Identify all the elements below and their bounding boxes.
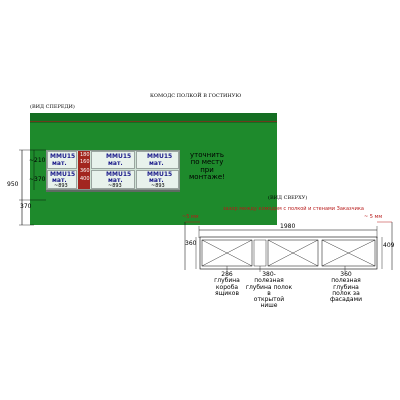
drawer-width: ~893 bbox=[108, 183, 122, 189]
drawer-1: MMU15 мат. bbox=[47, 151, 77, 169]
red-label: 180 bbox=[80, 152, 90, 158]
note-open-niche-depth: 380- полезная глубина полок в открытой н… bbox=[244, 271, 294, 310]
note-line: глубина полок в bbox=[245, 283, 293, 297]
dim-plinth: 370 bbox=[20, 203, 32, 210]
dim-total-height: 950 bbox=[7, 181, 19, 188]
drawer-code: MMU15 bbox=[106, 153, 132, 160]
drawer-width: ~893 bbox=[54, 183, 68, 189]
note-line: короба bbox=[215, 283, 239, 291]
gap-left: ~5 мм bbox=[182, 214, 199, 220]
note-line: фасадами bbox=[329, 296, 363, 304]
note-box-depth: 286 глубина короба ящиков bbox=[210, 271, 244, 297]
note-line: полок за bbox=[332, 289, 360, 297]
top-depth-right: 409 bbox=[383, 242, 395, 249]
note-line: уточнить bbox=[190, 151, 224, 159]
note-line: глубина bbox=[333, 283, 359, 291]
front-view-label: (ВИД СПЕРЕДИ) bbox=[30, 104, 75, 110]
shelf-line bbox=[30, 121, 277, 122]
drawer-code: MMU15 bbox=[50, 153, 76, 160]
note-line: при bbox=[200, 165, 214, 174]
note-line: полезная bbox=[254, 277, 284, 285]
gap-note: зазор между комодом с полкой и стенами З… bbox=[223, 206, 364, 212]
drawer-2: MMU15 мат. ~893 bbox=[47, 170, 77, 189]
note-line: 360 bbox=[340, 271, 352, 278]
install-note: уточнить по месту при монтаже! bbox=[184, 151, 230, 182]
note-line: глубина bbox=[214, 277, 240, 285]
top-width: 1980 bbox=[280, 223, 296, 230]
top-view-label: (ВИД СВЕРХУ) bbox=[268, 195, 308, 201]
drawer-5: MMU15 мат. bbox=[136, 151, 179, 169]
drawer-3: MMU15 мат. bbox=[91, 151, 135, 169]
drawer-mat: мат. bbox=[149, 160, 164, 167]
drawer-mat: мат. bbox=[108, 177, 123, 184]
open-niche-panel: 180 160 360 400 bbox=[78, 151, 90, 189]
note-facade-depth: 360 полезная глубина полок за фасадами bbox=[326, 271, 366, 304]
note-line: монтаже! bbox=[189, 173, 225, 182]
note-line: по месту bbox=[190, 158, 224, 167]
note-line: 380- bbox=[262, 271, 276, 278]
drawer-code: MMU15 bbox=[147, 153, 173, 160]
dresser-plinth bbox=[46, 190, 180, 192]
note-line: полезная bbox=[331, 277, 361, 285]
note-line: открытой bbox=[253, 296, 285, 304]
note-line: 286 bbox=[221, 271, 233, 278]
drawer-mat: мат. bbox=[52, 160, 67, 167]
red-label: 400 bbox=[80, 176, 90, 182]
gap-right: ~ 5 мм bbox=[364, 214, 383, 220]
red-label: 160 bbox=[80, 159, 90, 165]
drawer-mat: мат. bbox=[52, 177, 67, 184]
red-label: 360 bbox=[80, 168, 90, 174]
drawer-code: MMU15 bbox=[147, 171, 173, 178]
dim-drawer-top: ~210 bbox=[29, 157, 46, 164]
drawer-width: ~893 bbox=[151, 183, 165, 189]
drawer-code: MMU15 bbox=[50, 171, 76, 178]
page-title: КОМОДС ПОЛКОЙ В ГОСТИНУЮ bbox=[150, 93, 242, 99]
drawer-mat: мат. bbox=[108, 160, 123, 167]
dim-drawer-bottom: ~370 bbox=[29, 176, 46, 183]
drawer-mat: мат. bbox=[149, 177, 164, 184]
top-depth-left: 360 bbox=[185, 240, 197, 247]
drawer-6: MMU15 мат. ~893 bbox=[136, 170, 179, 189]
note-line: нише bbox=[260, 302, 278, 310]
drawer-4: MMU15 мат. ~893 bbox=[91, 170, 135, 189]
drawer-code: MMU15 bbox=[106, 171, 132, 178]
note-line: ящиков bbox=[215, 289, 239, 297]
shelf-top bbox=[30, 113, 277, 123]
